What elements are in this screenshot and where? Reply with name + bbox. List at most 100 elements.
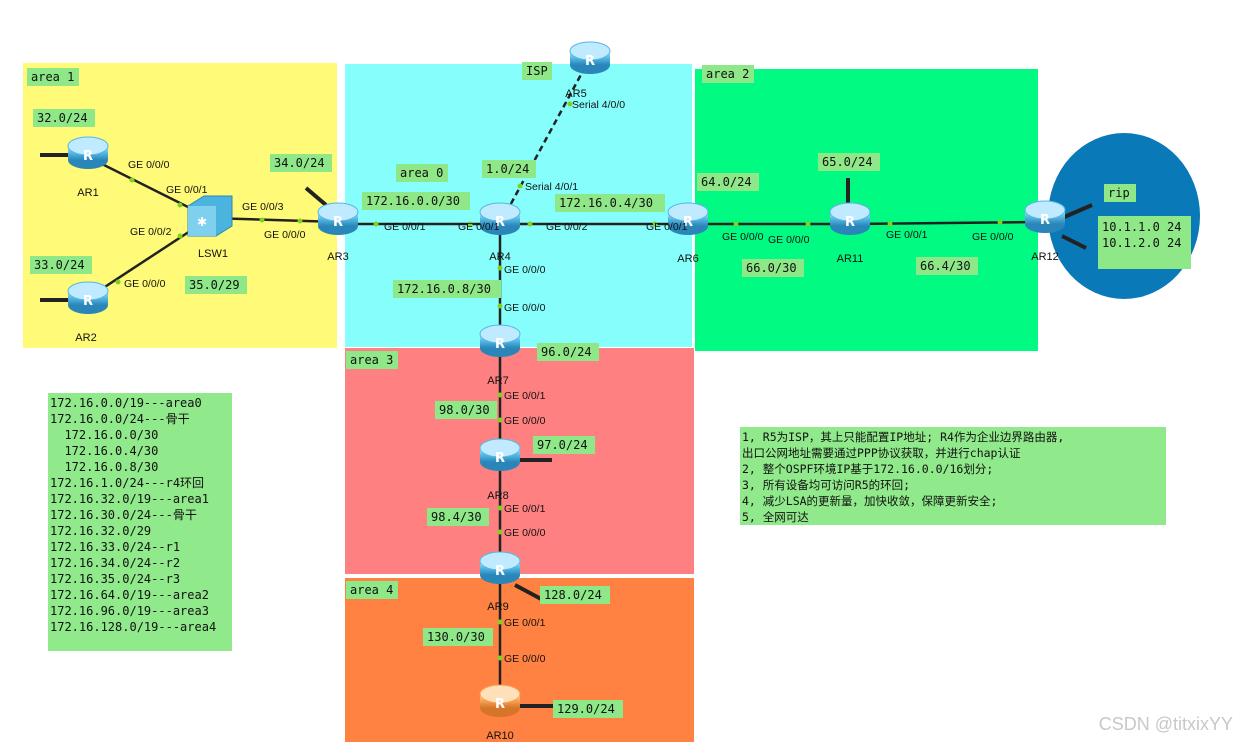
port-ar1-ge000: GE 0/0/0	[128, 159, 170, 171]
router-ar9[interactable]: R	[479, 551, 521, 584]
router-ar8[interactable]: R	[479, 438, 521, 471]
subnet-0-30: 172.16.0.0/30	[366, 194, 460, 208]
area2-label: area 2	[706, 67, 749, 81]
router-ar11[interactable]: R	[829, 202, 871, 235]
subnet-4-30: 172.16.0.4/30	[559, 196, 653, 210]
subnet-35: 35.0/29	[189, 278, 240, 292]
stub-ar12-a	[1061, 203, 1093, 220]
rip-net-1: 10.1.1.0 24	[1102, 220, 1181, 234]
port-ar5-s400: Serial 4/0/0	[572, 99, 625, 111]
port-ar6-ge001: GE 0/0/1	[646, 221, 688, 233]
name-ar2: AR2	[75, 332, 96, 344]
port-ar4-ge000: GE 0/0/0	[504, 264, 546, 276]
name-ar12: AR12	[1031, 251, 1059, 263]
subnet-97: 97.0/24	[537, 438, 588, 452]
subnet-34: 34.0/24	[274, 156, 325, 170]
plan-line: 172.16.32.0/29	[50, 524, 152, 538]
router-ar5[interactable]: R	[569, 41, 611, 74]
area4-region	[345, 578, 694, 742]
port-ar4-ge002: GE 0/0/2	[546, 221, 588, 233]
plan-line: 172.16.64.0/19---area2	[50, 588, 209, 602]
name-ar6: AR6	[677, 253, 698, 265]
subnet-66-4: 66.4/30	[920, 259, 971, 273]
svg-text:R: R	[1040, 213, 1050, 228]
req-line: 5, 全网可达	[742, 510, 809, 524]
plan-line: 172.16.32.0/19---area1	[50, 492, 209, 506]
subnet-130: 130.0/30	[427, 630, 485, 644]
port-ar11-ge000: GE 0/0/0	[768, 234, 810, 246]
link-ar5-ar4-serial	[498, 57, 592, 225]
name-ar3: AR3	[327, 251, 348, 263]
area0-label: area 0	[400, 166, 443, 180]
switch-lsw1[interactable]: ✱	[187, 195, 233, 237]
name-ar10: AR10	[486, 730, 514, 742]
plan-line: 172.16.96.0/19---area3	[50, 604, 209, 618]
port-ar3-ge000: GE 0/0/0	[264, 229, 306, 241]
subnet-66-0: 66.0/30	[746, 261, 797, 275]
plan-line: 172.16.33.0/24--r1	[50, 540, 181, 554]
rip-net-2: 10.1.2.0 24	[1102, 236, 1181, 250]
svg-text:R: R	[585, 54, 595, 69]
subnet-98-0: 98.0/30	[439, 403, 490, 417]
port-lsw1-ge001: GE 0/0/1	[166, 184, 208, 196]
subnet-98-4: 98.4/30	[431, 510, 482, 524]
name-ar9: AR9	[487, 601, 508, 613]
link-ar11-ar12	[849, 220, 1046, 226]
router-ar1[interactable]: R	[67, 136, 109, 169]
subnet-32: 32.0/24	[37, 111, 88, 125]
svg-text:✱: ✱	[197, 215, 207, 229]
plan-line: 172.16.0.0/19---area0	[50, 396, 202, 410]
router-ar2[interactable]: R	[67, 281, 109, 314]
svg-text:R: R	[845, 215, 855, 230]
area1-label: area 1	[31, 70, 74, 84]
subnet-128: 128.0/24	[544, 588, 602, 602]
port-ar8-ge001: GE 0/0/1	[504, 503, 546, 515]
router-ar7[interactable]: R	[479, 324, 521, 357]
subnet-8-30: 172.16.0.8/30	[397, 282, 491, 296]
plan-line: 172.16.34.0/24--r2	[50, 556, 181, 570]
plan-line: 172.16.30.0/24---骨干	[50, 508, 197, 522]
port-lsw1-ge002: GE 0/0/2	[130, 226, 172, 238]
plan-line: 172.16.128.0/19---area4	[50, 620, 217, 634]
watermark: CSDN @titxixYY	[1098, 714, 1233, 734]
svg-text:R: R	[683, 215, 693, 230]
area3-label: area 3	[350, 353, 393, 367]
requirements-note: 1, R5为ISP，其上只能配置IP地址; R4作为企业边界路由器, 出口公网地…	[740, 427, 1166, 525]
port-ar4-s401: Serial 4/0/1	[525, 181, 578, 193]
area4-label: area 4	[350, 583, 393, 597]
port-ar9-ge001: GE 0/0/1	[504, 617, 546, 629]
port-ar7-ge000: GE 0/0/0	[504, 302, 546, 314]
router-ar10[interactable]: R	[479, 684, 521, 717]
stub-ar3	[304, 186, 328, 207]
router-ar3[interactable]: R	[317, 202, 359, 235]
req-line: 出口公网地址需要通过PPP协议获取，并进行chap认证	[742, 446, 1021, 460]
router-ar6[interactable]: R	[667, 202, 709, 235]
subnet-65: 65.0/24	[822, 155, 873, 169]
name-ar7: AR7	[487, 375, 508, 387]
subnet-64: 64.0/24	[701, 175, 752, 189]
svg-text:R: R	[495, 451, 505, 466]
router-ar4[interactable]: R	[479, 202, 521, 235]
req-line: 4, 减少LSA的更新量，加快收敛，保障更新安全;	[742, 494, 998, 508]
req-line: 3, 所有设备均可访问R5的环回;	[742, 478, 911, 492]
plan-line: 172.16.0.0/30	[50, 428, 159, 442]
name-ar5: AR5	[565, 88, 586, 100]
svg-text:R: R	[495, 697, 505, 712]
port-lsw1-ge003: GE 0/0/3	[242, 201, 284, 213]
router-ar12[interactable]: R	[1024, 200, 1066, 233]
svg-text:R: R	[495, 337, 505, 352]
address-plan-note: 172.16.0.0/19---area0 172.16.0.0/24---骨干…	[48, 393, 232, 651]
subnet-129: 129.0/24	[557, 702, 615, 716]
port-ar12-ge000: GE 0/0/0	[972, 231, 1014, 243]
stub-ar12-b	[1061, 234, 1087, 250]
subnet-1: 1.0/24	[486, 162, 529, 176]
svg-text:R: R	[333, 215, 343, 230]
name-lsw1: LSW1	[198, 248, 228, 260]
rip-label: rip	[1108, 186, 1130, 200]
name-ar4: AR4	[489, 251, 510, 263]
plan-line: 172.16.0.4/30	[50, 444, 159, 458]
port-ar6-ge000: GE 0/0/0	[722, 231, 764, 243]
name-ar11: AR11	[837, 253, 864, 265]
plan-line: 172.16.1.0/24---r4环回	[50, 476, 205, 490]
